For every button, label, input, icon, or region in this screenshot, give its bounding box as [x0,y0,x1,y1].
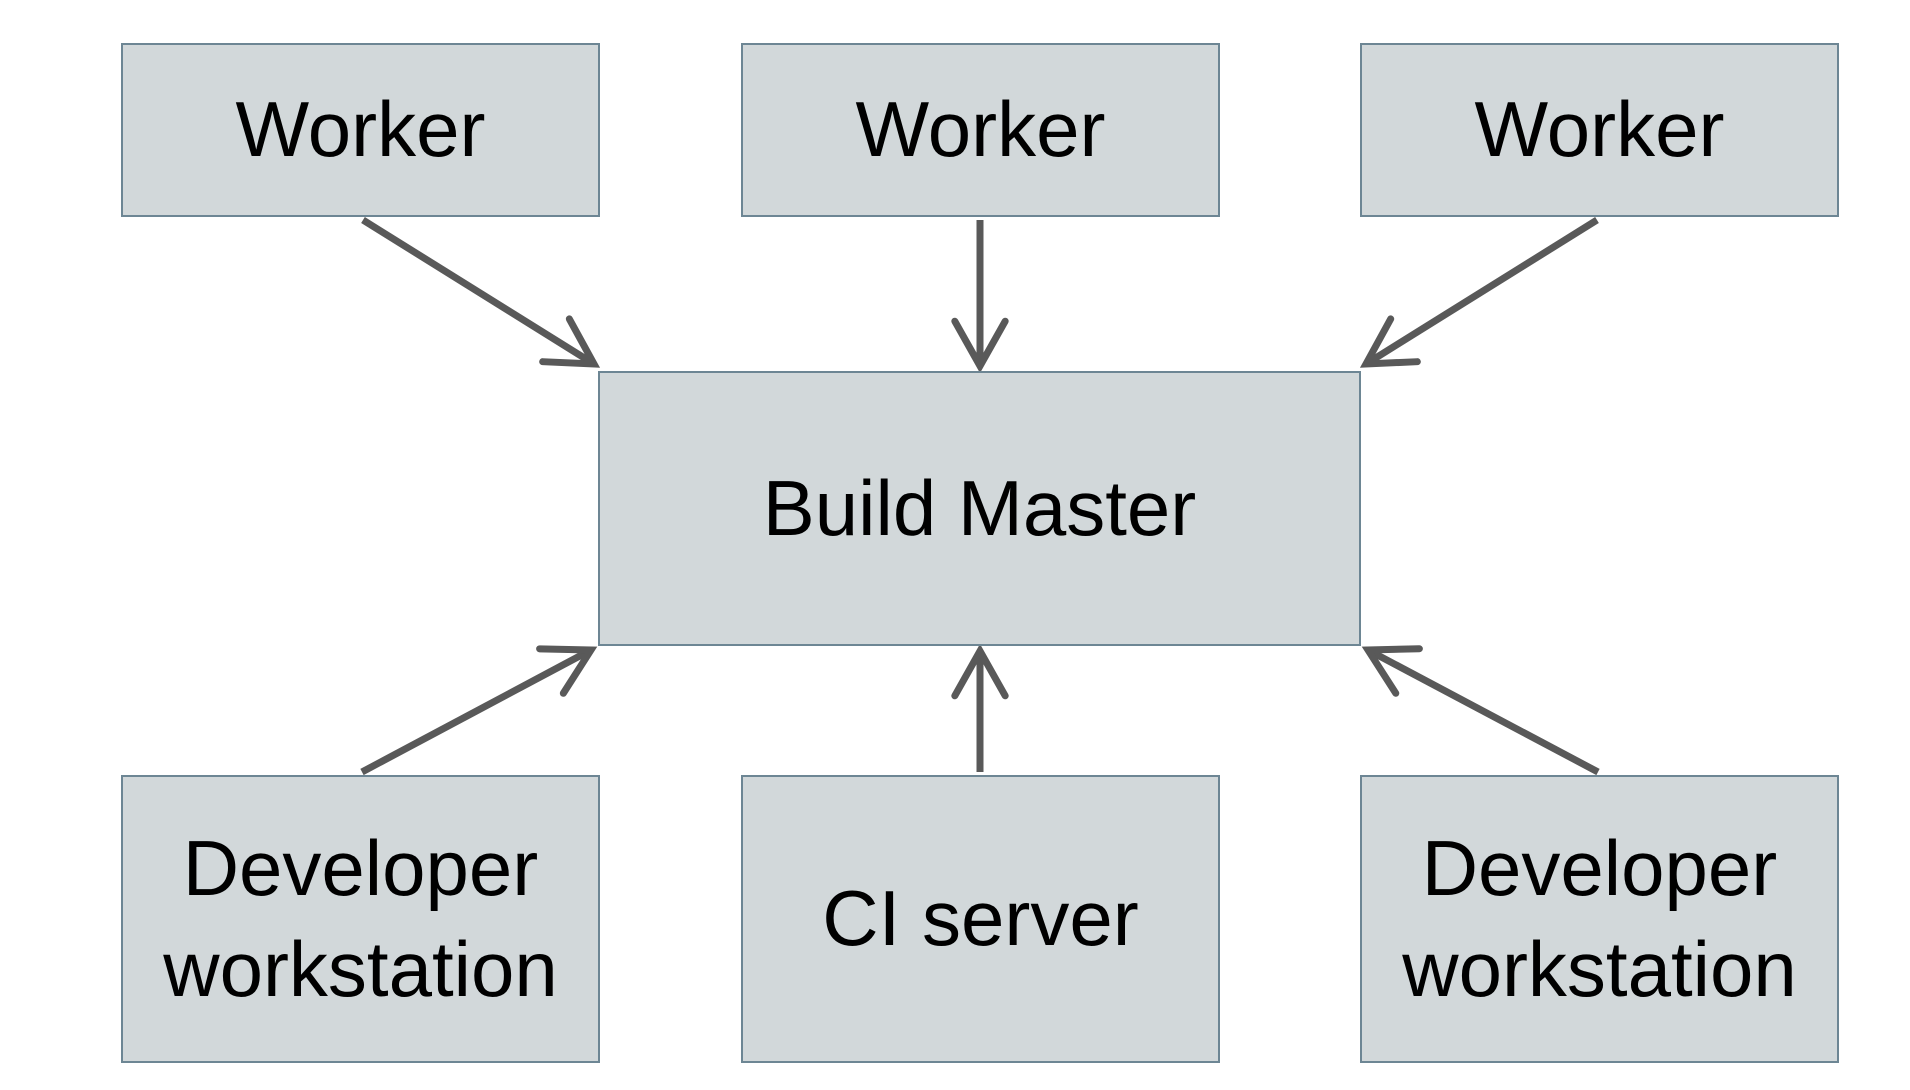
arrow-devleft-to-buildmaster [360,645,598,776]
node-worker-3: Worker [1360,43,1839,217]
node-worker-2: Worker [741,43,1220,217]
node-developer-workstation-right: Developer workstation [1360,775,1839,1063]
node-build-master-label: Build Master [762,463,1197,552]
node-developer-workstation-right-label: Developer workstation [1402,823,1797,1013]
node-worker-1: Worker [121,43,600,217]
node-build-master: Build Master [598,371,1361,646]
node-worker-3-label: Worker [1474,85,1725,174]
node-ci-server: CI server [741,775,1220,1063]
node-worker-2-label: Worker [855,85,1106,174]
node-worker-1-label: Worker [235,85,486,174]
arrow-worker1-to-buildmaster [361,217,601,368]
node-developer-workstation-left: Developer workstation [121,775,600,1063]
arrow-devright-to-buildmaster [1361,645,1600,776]
node-ci-server-label: CI server [822,874,1139,963]
node-developer-workstation-left-label: Developer workstation [163,823,558,1013]
arrow-worker3-to-buildmaster [1359,217,1599,368]
